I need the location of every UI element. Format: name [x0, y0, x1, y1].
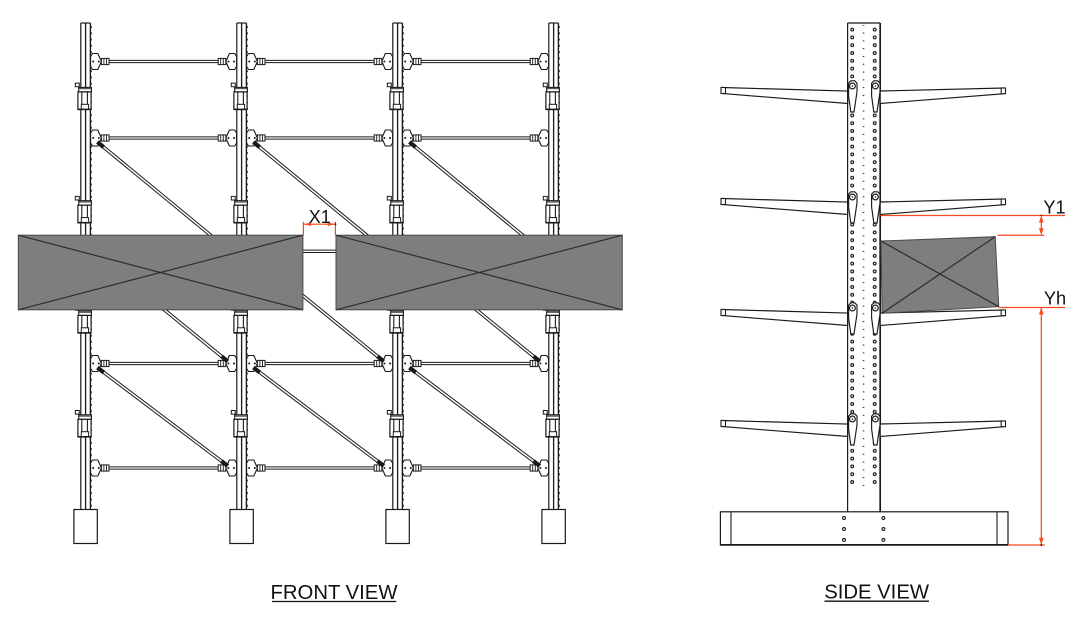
svg-text:Yh: Yh [1044, 289, 1066, 309]
svg-text:X1: X1 [309, 207, 331, 227]
svg-text:Y1: Y1 [1043, 198, 1065, 218]
svg-text:FRONT VIEW: FRONT VIEW [271, 582, 399, 604]
svg-text:SIDE VIEW: SIDE VIEW [824, 582, 930, 604]
